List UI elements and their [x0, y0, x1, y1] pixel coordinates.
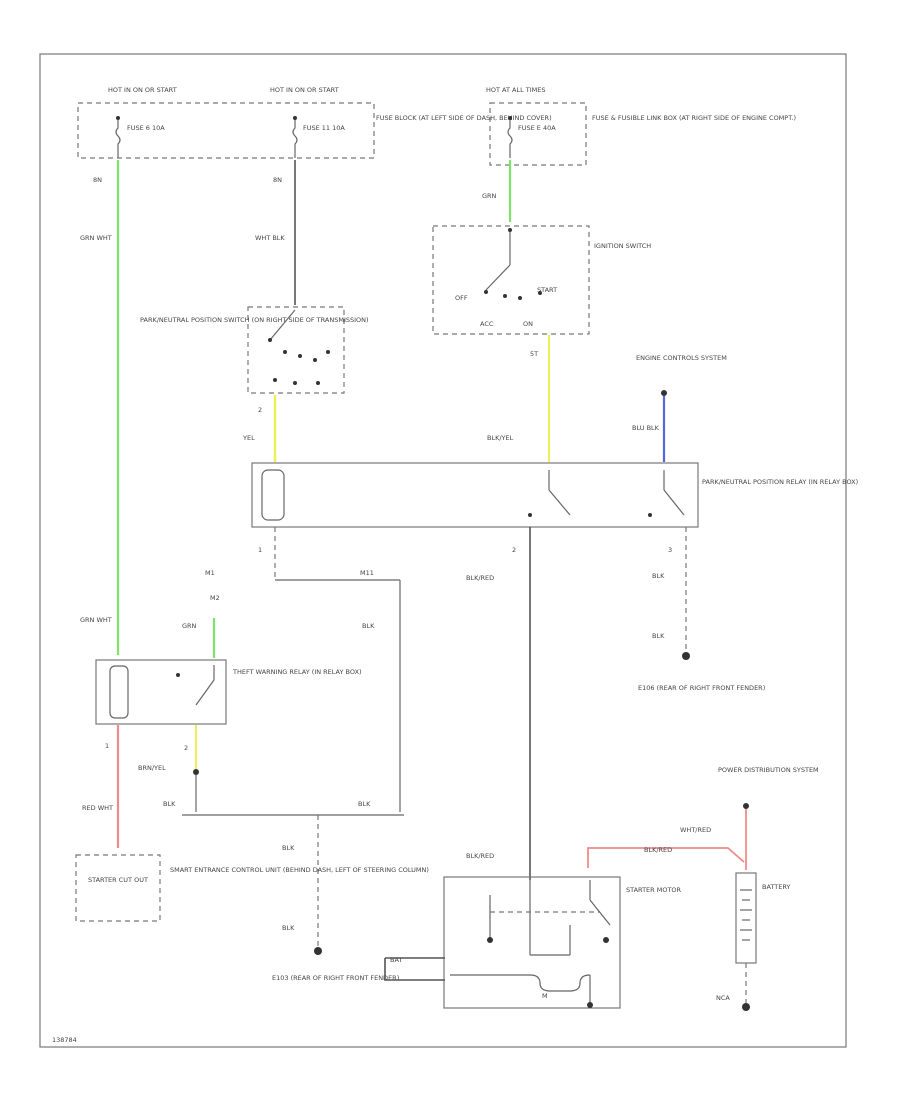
engine-controls-label: ENGINE CONTROLS SYSTEM	[636, 354, 727, 362]
relay-pin-label: 1	[105, 742, 109, 750]
bat-terminal-label: BAT	[390, 956, 402, 964]
connector-label: M11	[360, 569, 374, 577]
wire-pin-label: 2	[258, 406, 262, 414]
theft-relay-label: THEFT WARNING RELAY (IN RELAY BOX)	[232, 668, 362, 676]
ground-point-icon	[742, 1003, 750, 1011]
mid-fuse-symbol	[292, 118, 298, 158]
wire-color-label: BLK	[358, 800, 371, 808]
wire-pin-label: 5T	[530, 350, 538, 358]
motor-symbol-label: M	[542, 992, 548, 1000]
relay-pin-label: 2	[184, 744, 188, 752]
ignition-off-label: OFF	[455, 294, 468, 302]
left-fuse-symbol	[115, 118, 121, 158]
wire-color-label: GRN	[482, 192, 497, 200]
wire-color-label: BLK	[282, 924, 295, 932]
right-fuse-symbol	[507, 118, 513, 158]
wire-color-label: RED WHT	[82, 804, 113, 812]
ignition-switch-box	[432, 225, 590, 335]
pnp-relay-label: PARK/NEUTRAL POSITION RELAY (IN RELAY BO…	[702, 478, 858, 486]
wire-color-label: GRN	[182, 622, 197, 630]
wire-color-label: BLK/RED	[466, 574, 494, 582]
pnp-switch-label: PARK/NEUTRAL POSITION SWITCH (ON RIGHT S…	[140, 316, 369, 324]
left-hot-label: HOT IN ON OR START	[108, 86, 177, 94]
battery-label: BATTERY	[762, 883, 790, 891]
wire-color-label: BLK/YEL	[487, 434, 514, 442]
ground-right-label: E106 (REAR OF RIGHT FRONT FENDER)	[638, 684, 765, 692]
fuse-block-dashed-box	[77, 102, 375, 159]
ground-mid-label: E103 (REAR OF RIGHT FRONT FENDER)	[272, 974, 399, 982]
ignition-on-label: ON	[523, 320, 533, 328]
wire-pin-label: 8N	[93, 176, 102, 184]
connector-label: M1	[205, 569, 215, 577]
wire-color-label: WHT/RED	[680, 826, 711, 834]
starter-motor-box	[443, 876, 621, 1009]
wire-color-label: GRN WHT	[80, 234, 112, 242]
mid-fuse-label: FUSE 11 10A	[303, 124, 345, 132]
pnp-relay-box	[251, 462, 699, 528]
theft-relay-box	[95, 659, 227, 725]
left-fuse-label: FUSE 6 10A	[127, 124, 165, 132]
ignition-start-label: START	[537, 286, 557, 294]
relay-pin-label: 3	[668, 546, 672, 554]
wire-color-label: BLK	[652, 572, 665, 580]
wire-color-label: BLU BLK	[632, 424, 660, 432]
wire-color-label: WHT BLK	[255, 234, 285, 242]
ground-point-icon	[314, 947, 322, 955]
ground-point-icon	[682, 652, 690, 660]
ground-battery-label: NCA	[716, 994, 730, 1002]
power-dist-label: POWER DISTRIBUTION SYSTEM	[718, 766, 819, 774]
relay-pin-label: 1	[258, 546, 262, 554]
wire-color-label: BLK/RED	[466, 852, 494, 860]
wire-color-label: BRN/YEL	[138, 764, 166, 772]
diagram-frame	[39, 53, 847, 1048]
ignition-acc-label: ACC	[480, 320, 494, 328]
diagram-code: 138784	[52, 1036, 77, 1044]
wire-color-label: YEL	[242, 434, 255, 442]
wire-color-label: BLK	[282, 844, 295, 852]
wire-color-label: GRN WHT	[80, 616, 112, 624]
right-fuse-label: FUSE E 40A	[518, 124, 556, 132]
wire-color-label: BLK	[163, 800, 176, 808]
right-hot-label: HOT AT ALL TIMES	[486, 86, 546, 94]
right-fuse-note: FUSE & FUSIBLE LINK BOX (AT RIGHT SIDE O…	[592, 114, 796, 122]
wire-color-label: BLK/RED	[644, 846, 672, 854]
mid-hot-label: HOT IN ON OR START	[270, 86, 339, 94]
right-fuse-dashed-box	[489, 102, 587, 166]
starter-cutout-label: STARTER CUT OUT	[88, 876, 148, 884]
battery-box	[735, 872, 757, 964]
wire-color-label: BLK	[652, 632, 665, 640]
mid-fuse-block-note: FUSE BLOCK (AT LEFT SIDE OF DASH, BEHIND…	[376, 114, 552, 122]
pnp-switch-box	[247, 306, 345, 394]
relay-pin-label: 2	[512, 546, 516, 554]
wire-color-label: BLK	[362, 622, 375, 630]
smart-unit-label: SMART ENTRANCE CONTROL UNIT (BEHIND DASH…	[170, 866, 429, 874]
wire-pin-label: 8N	[273, 176, 282, 184]
white-red-wire	[587, 847, 745, 868]
starter-cutout-box	[75, 854, 161, 922]
connector-label: M2	[210, 594, 220, 602]
ignition-switch-label: IGNITION SWITCH	[594, 242, 651, 250]
starter-motor-label: STARTER MOTOR	[626, 886, 682, 894]
